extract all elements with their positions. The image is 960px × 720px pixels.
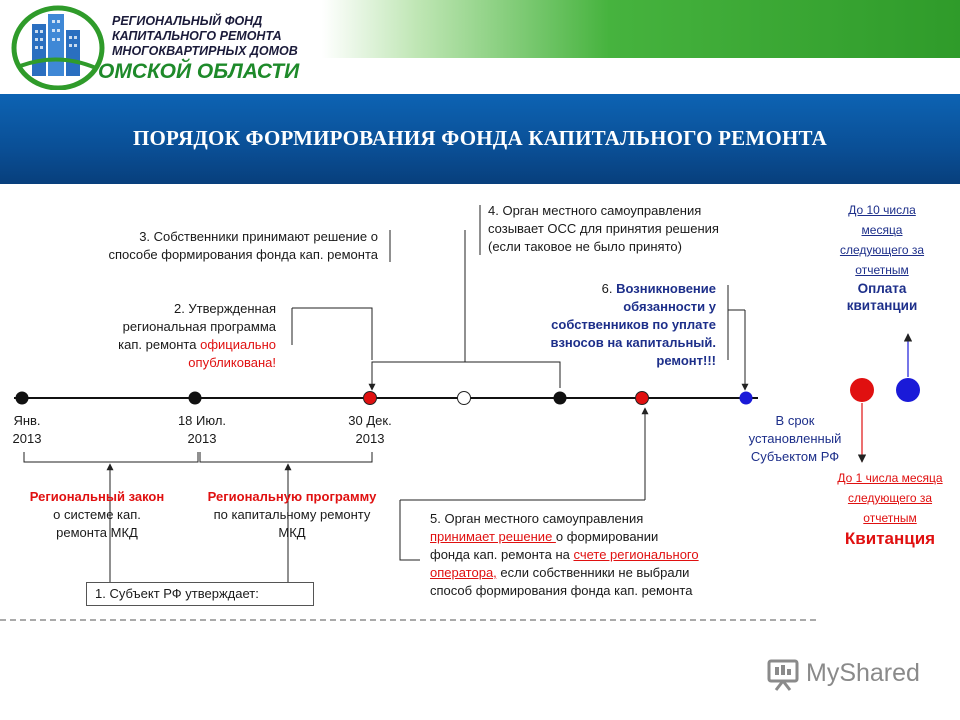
step6-number: 6. <box>601 281 617 296</box>
header-green-band <box>322 0 960 58</box>
receipt-dot <box>850 378 874 402</box>
regional-law-line: о системе кап. <box>53 507 141 522</box>
step2-text: 2. Утвержденная региональная программа к… <box>60 300 276 372</box>
step4-line: (если таковое не было принято) <box>488 239 682 254</box>
regional-law-line: ремонта МКД <box>56 525 138 540</box>
date-jul-2013: 18 Июл. 2013 <box>162 412 242 448</box>
step5-text-part: о формировании <box>555 529 659 544</box>
org-region: ОМСКОЙ ОБЛАСТИ <box>98 60 300 83</box>
step5-bracket <box>399 500 420 561</box>
regional-law-title: Региональный закон <box>29 489 165 504</box>
step5-line: 5. Орган местного самоуправления <box>430 511 644 526</box>
point-jul-2013 <box>188 391 202 405</box>
deadline-line: установленный <box>748 431 842 446</box>
deadline-label: В срок установленный Субъектом РФ <box>720 412 870 466</box>
date-year: 2013 <box>355 431 385 446</box>
step3-line: способе формирования фонда кап. ремонта <box>108 247 378 262</box>
receipt-deadline: До 1 числа месяца следующего за отчетным… <box>824 468 956 550</box>
step3-connector <box>371 330 466 388</box>
date-year: 2013 <box>187 431 217 446</box>
receipt-deadline-line: следующего за <box>847 491 933 505</box>
date-jan-2013: Янв. 2013 <box>2 412 52 448</box>
receipt-title: Квитанция <box>844 529 936 548</box>
title-band <box>0 94 960 184</box>
regional-program-title: Региональную программу <box>207 489 377 504</box>
point-regional-operator <box>635 391 649 405</box>
step3-text: 3. Собственники принимают решение о спос… <box>20 228 378 264</box>
payment-deadline-line: месяца <box>861 223 903 237</box>
step6-line: ремонт!!! <box>656 353 716 368</box>
step1-box: 1. Субъект РФ утверждает: <box>86 582 314 606</box>
step4-line: созывает ОСС для принятия решения <box>488 221 719 236</box>
receipt-deadline-line: До 1 числа месяца <box>837 471 943 485</box>
regional-law-block: Региональный закон о системе кап. ремонт… <box>8 488 186 542</box>
step3-connector-end <box>465 361 561 388</box>
payment-deadline-line: До 10 числа <box>848 203 916 217</box>
step5-text-part: если собственники не выбрали <box>496 565 690 580</box>
regional-program-line: МКД <box>278 525 306 540</box>
org-logo <box>10 2 106 91</box>
step5-highlight: оператора, <box>430 565 497 580</box>
law-brace <box>23 452 199 463</box>
regional-program-block: Региональную программу по капитальному р… <box>182 488 402 542</box>
step5-line: фонда кап. ремонта на счете региональног… <box>430 546 790 564</box>
point-jan-2013 <box>15 391 29 405</box>
point-dec-2013 <box>363 391 377 405</box>
presentation-icon <box>767 659 799 691</box>
date-label: 30 Дек. <box>348 413 392 428</box>
step2-highlight: официально <box>200 337 276 352</box>
point-obligation <box>739 391 753 405</box>
step5-line: способ формирования фонда кап. ремонта <box>430 583 693 598</box>
payment-title-line: квитанции <box>846 298 918 313</box>
org-name-line: МНОГОКВАРТИРНЫХ ДОМОВ <box>112 44 298 58</box>
step6-line: взносов на капитальный. <box>550 335 716 350</box>
date-year: 2013 <box>12 431 42 446</box>
step2-highlight-line: опубликована! <box>188 355 276 370</box>
point-meeting <box>553 391 567 405</box>
payment-deadline: До 10 числа месяца следующего за отчетны… <box>818 200 946 314</box>
step2-line: региональная программа <box>122 319 276 334</box>
watermark: MyShared <box>766 656 936 696</box>
step6-text: 6. Возникновение обязанности у собственн… <box>490 280 716 370</box>
step6-line-text: Возникновение <box>616 281 716 296</box>
step6-line: собственников по уплате <box>551 317 716 332</box>
step6-line: обязанности у <box>623 299 716 314</box>
regional-program-line: по капитальному ремонту <box>213 507 371 522</box>
receipt-deadline-line: отчетным <box>863 511 917 525</box>
date-label: Янв. <box>13 413 41 428</box>
org-name-line: КАПИТАЛЬНОГО РЕМОНТА <box>112 29 282 43</box>
date-label: 18 Июл. <box>177 413 227 428</box>
payment-title-line: Оплата <box>857 281 907 296</box>
payment-deadline-line: следующего за <box>839 243 925 257</box>
step5-line: оператора, если собственники не выбрали <box>430 564 790 582</box>
step2-text-part: кап. ремонта <box>118 337 201 352</box>
step4-text: 4. Орган местного самоуправления созывае… <box>488 202 808 256</box>
step4-line: 4. Орган местного самоуправления <box>488 203 702 218</box>
step3-line: 3. Собственники принимают решение о <box>139 229 378 244</box>
org-name-line: РЕГИОНАЛЬНЫЙ ФОНД <box>112 14 263 28</box>
step5-highlight: счете регионального <box>573 547 699 562</box>
deadline-line: В срок <box>775 413 815 428</box>
step5-text: 5. Орган местного самоуправления принима… <box>430 510 790 600</box>
date-dec-2013: 30 Дек. 2013 <box>330 412 410 448</box>
step5-text-part: фонда кап. ремонта на <box>430 547 574 562</box>
watermark-text: MyShared <box>806 659 920 687</box>
deadline-line: Субъектом РФ <box>750 449 840 464</box>
program-brace <box>199 452 373 463</box>
payment-dot <box>896 378 920 402</box>
step2-connector <box>292 307 373 360</box>
step2-line: 2. Утвержденная <box>173 301 276 316</box>
step5-line: принимает решение о формировании <box>430 528 790 546</box>
step6-line: 6. Возникновение <box>490 280 716 298</box>
payment-deadline-line: отчетным <box>855 263 909 277</box>
point-open <box>457 391 471 405</box>
step2-line: кап. ремонта официально <box>60 336 276 354</box>
step5-highlight: принимает решение <box>430 529 556 544</box>
org-name: РЕГИОНАЛЬНЫЙ ФОНД КАПИТАЛЬНОГО РЕМОНТА М… <box>112 14 298 59</box>
page-title: ПОРЯДОК ФОРМИРОВАНИЯ ФОНДА КАПИТАЛЬНОГО … <box>132 126 828 150</box>
